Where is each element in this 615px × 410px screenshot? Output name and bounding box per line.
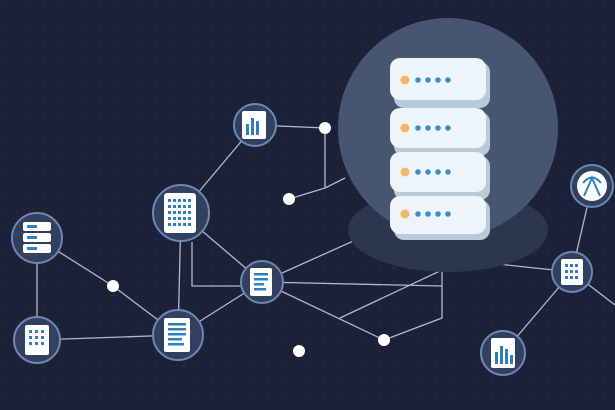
office-building-icon xyxy=(152,184,210,242)
junction-dot xyxy=(319,122,331,134)
junction-dot xyxy=(283,193,295,205)
document-building-icon xyxy=(152,309,204,361)
office-building-icon xyxy=(13,316,61,364)
junction-dots xyxy=(107,122,390,357)
server-unit xyxy=(390,58,490,108)
bar-chart-building-icon xyxy=(480,330,526,376)
server-stack-icon xyxy=(338,18,558,272)
junction-dot xyxy=(107,280,119,292)
database-server-icon xyxy=(11,212,63,264)
satellite-dish-icon xyxy=(570,164,614,208)
server-unit xyxy=(390,108,490,156)
bar-chart-building-icon xyxy=(233,103,277,147)
server-unit xyxy=(390,152,490,200)
office-building-icon xyxy=(551,251,593,293)
document-building-icon xyxy=(240,260,284,304)
server-unit xyxy=(390,196,490,240)
junction-dot xyxy=(293,345,305,357)
junction-dot xyxy=(378,334,390,346)
